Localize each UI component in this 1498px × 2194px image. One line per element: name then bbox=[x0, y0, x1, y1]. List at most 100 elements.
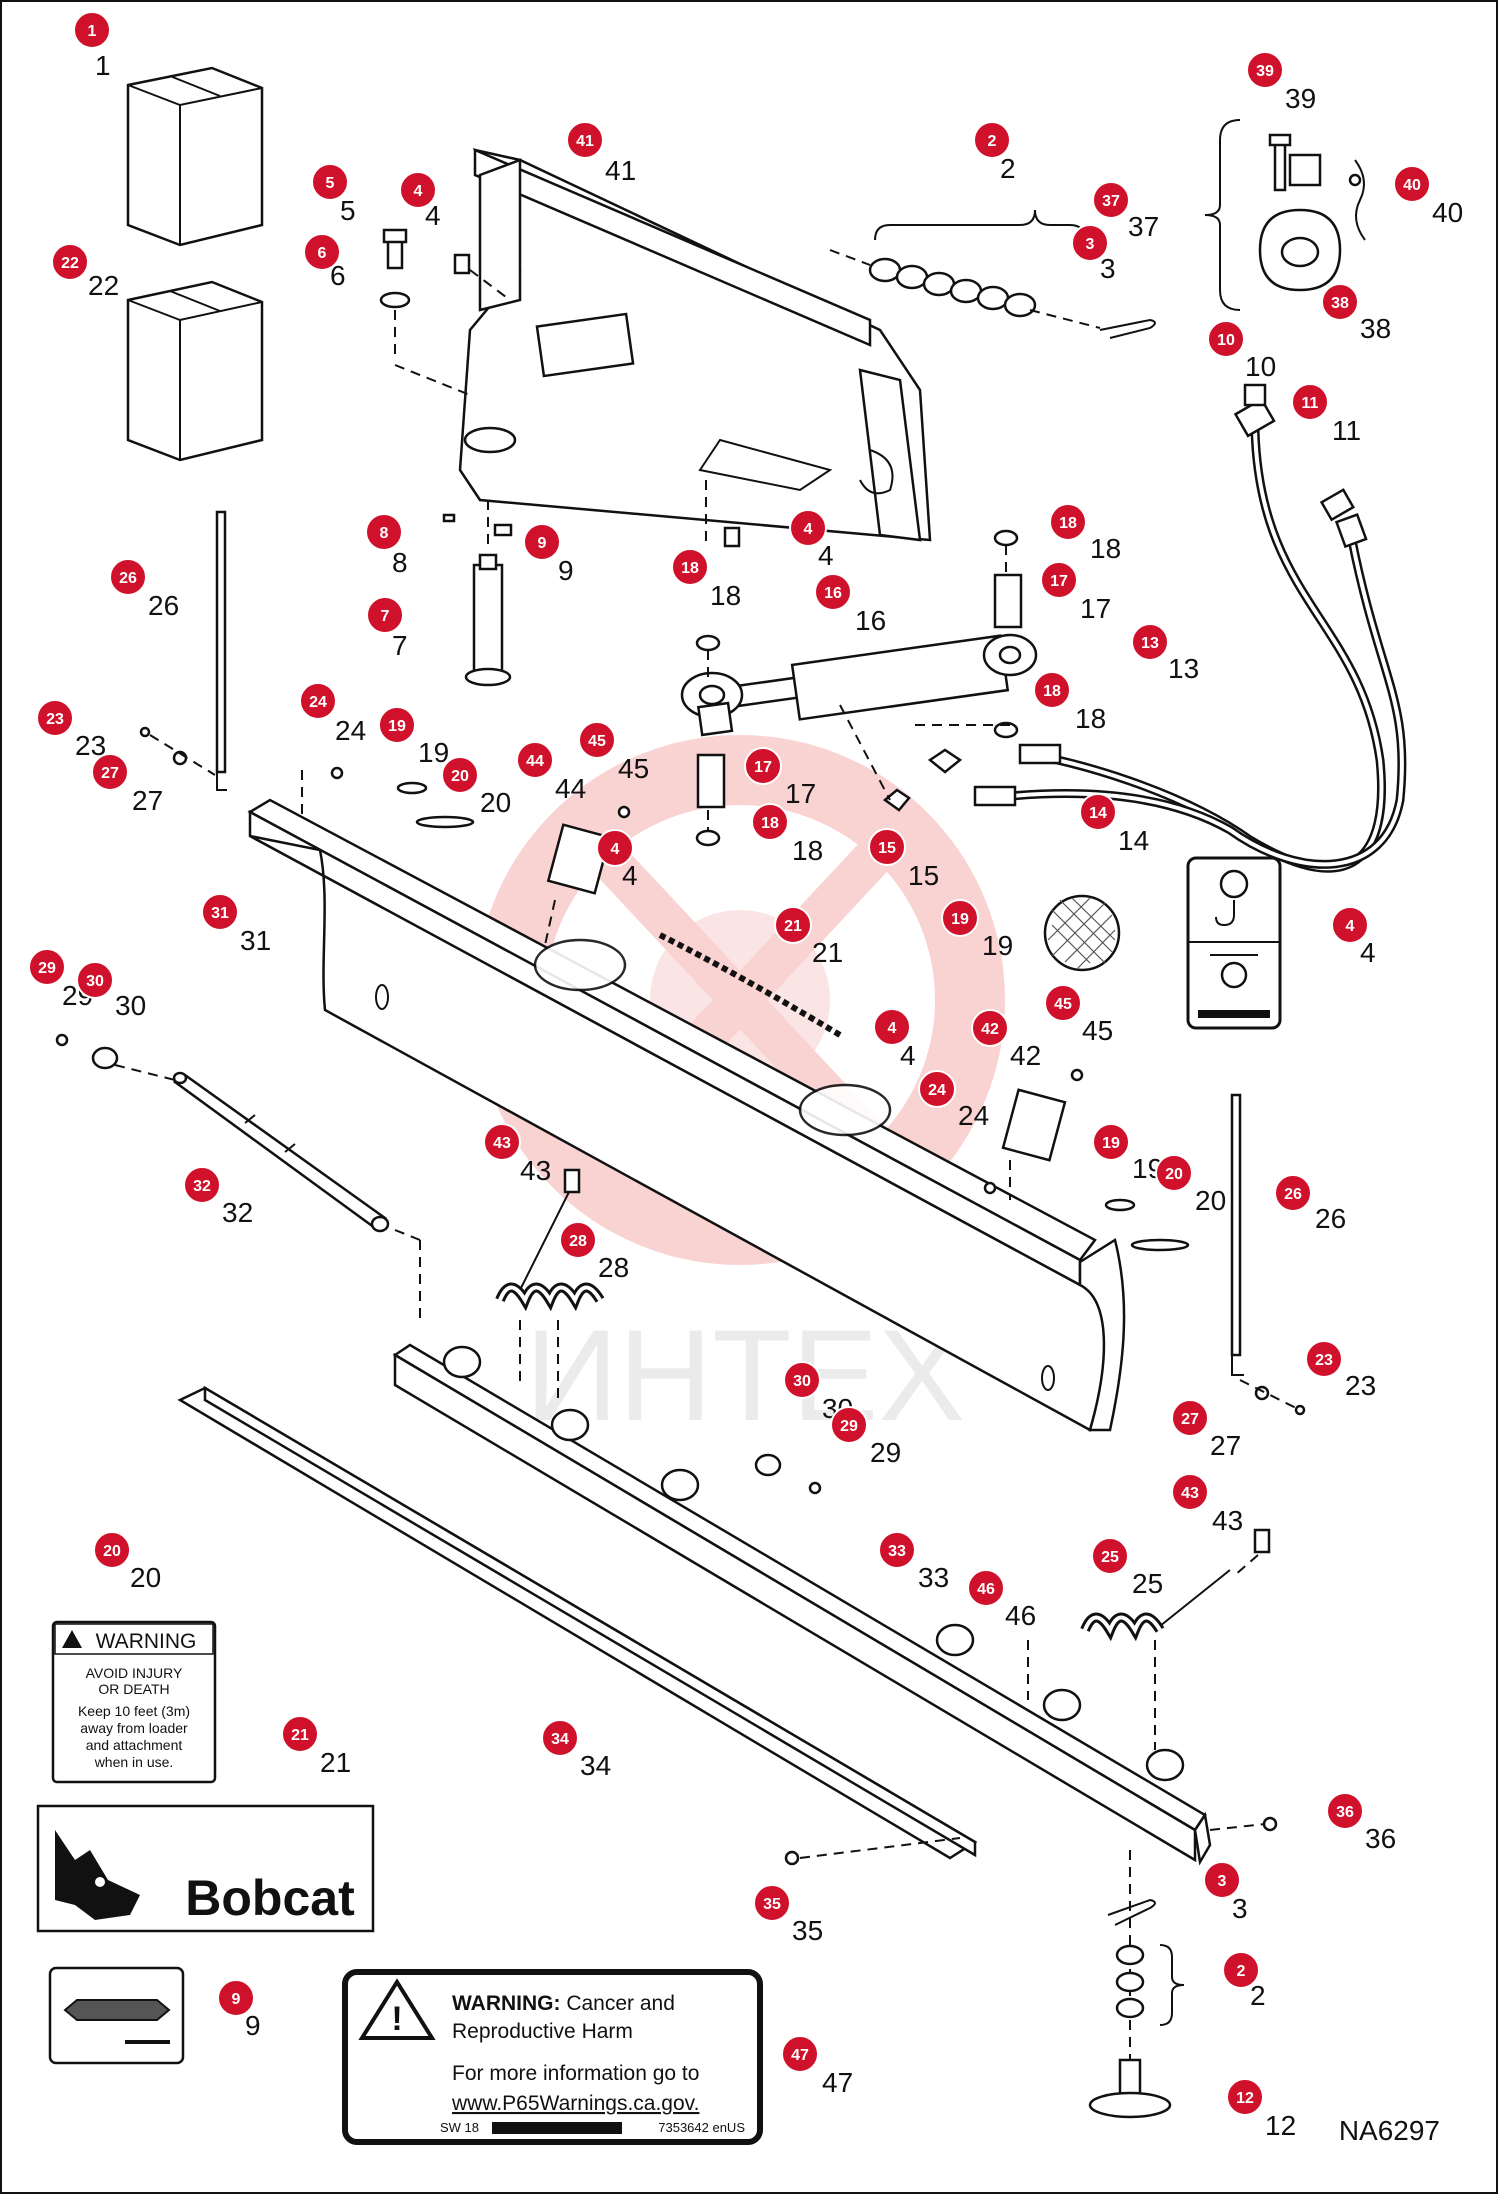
part-item-9 bbox=[493, 523, 513, 537]
callout-number: 17 bbox=[1080, 593, 1111, 624]
callout-badge-number: 1 bbox=[88, 23, 97, 40]
callout-2[interactable]: 22 bbox=[973, 121, 1016, 184]
callout-9[interactable]: 99 bbox=[523, 523, 574, 586]
callout-number: 18 bbox=[710, 580, 741, 611]
callout-badge bbox=[91, 753, 129, 791]
callout-badge-number: 45 bbox=[588, 733, 606, 750]
callout-badge-number: 35 bbox=[763, 1896, 781, 1913]
callout-badge-number: 4 bbox=[804, 521, 813, 538]
callout-1[interactable]: 11 bbox=[73, 11, 111, 81]
part-pin-17a bbox=[993, 573, 1023, 629]
callout-badge-number: 24 bbox=[928, 1082, 946, 1099]
callout-number: 9 bbox=[245, 2010, 261, 2041]
part-bolt-45a bbox=[617, 805, 631, 819]
callout-4[interactable]: 44 bbox=[596, 829, 638, 891]
callout-3[interactable]: 33 bbox=[1071, 224, 1116, 284]
callout-number: 25 bbox=[1132, 1568, 1163, 1599]
callout-8[interactable]: 88 bbox=[365, 513, 408, 578]
callout-2[interactable]: 22 bbox=[1222, 1951, 1266, 2011]
callout-number: 4 bbox=[818, 540, 834, 571]
callout-6[interactable]: 66 bbox=[303, 233, 346, 291]
callout-3[interactable]: 33 bbox=[1203, 1861, 1248, 1924]
callout-9[interactable]: 99 bbox=[217, 1979, 261, 2041]
callout-badge-number: 46 bbox=[977, 1581, 995, 1598]
callout-badge-number: 33 bbox=[888, 1543, 906, 1560]
callout-badge-number: 43 bbox=[493, 1135, 511, 1152]
callout-4[interactable]: 44 bbox=[399, 171, 441, 231]
part-screw-23b bbox=[1294, 1404, 1306, 1416]
callout-badge-number: 5 bbox=[326, 175, 335, 192]
callout-badge bbox=[941, 899, 979, 937]
callout-badge bbox=[1331, 906, 1369, 944]
callout-badge bbox=[873, 1008, 911, 1046]
callout-badge bbox=[311, 163, 349, 201]
callout-4[interactable]: 44 bbox=[789, 509, 834, 571]
part-blade-31 bbox=[247, 798, 1126, 1432]
callout-4[interactable]: 44 bbox=[1331, 906, 1376, 968]
part-pin-17b bbox=[696, 753, 726, 809]
callout-7[interactable]: 77 bbox=[366, 596, 408, 661]
callout-4[interactable]: 44 bbox=[873, 1008, 916, 1071]
callout-number: 21 bbox=[320, 1747, 351, 1778]
callout-badge bbox=[774, 906, 812, 944]
callout-number: 3 bbox=[1100, 253, 1116, 284]
callout-badge bbox=[783, 1361, 821, 1399]
decal-19-mesh bbox=[1047, 897, 1116, 969]
part-screw-23a bbox=[139, 726, 151, 738]
callout-5[interactable]: 55 bbox=[311, 163, 356, 226]
